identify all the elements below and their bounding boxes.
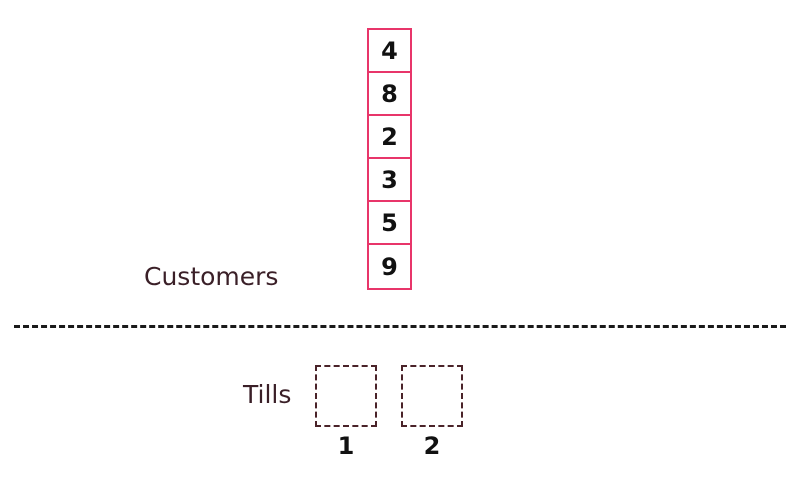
till-box-1 (315, 365, 377, 427)
queue-cell: 9 (381, 252, 398, 281)
queue-cell: 2 (369, 116, 410, 159)
till-box-2 (401, 365, 463, 427)
customers-label: Customers (144, 262, 279, 291)
till-number-1: 1 (337, 432, 355, 460)
dashed-divider (14, 325, 786, 328)
tills-label: Tills (243, 380, 292, 409)
till-number-2: 2 (423, 432, 441, 460)
customer-queue: 4 8 2 3 5 9 (367, 28, 412, 290)
queue-cell: 8 (369, 73, 410, 116)
queue-cell: 3 (369, 159, 410, 202)
queue-cell: 5 (369, 202, 410, 245)
queue-cell: 4 (369, 30, 410, 73)
